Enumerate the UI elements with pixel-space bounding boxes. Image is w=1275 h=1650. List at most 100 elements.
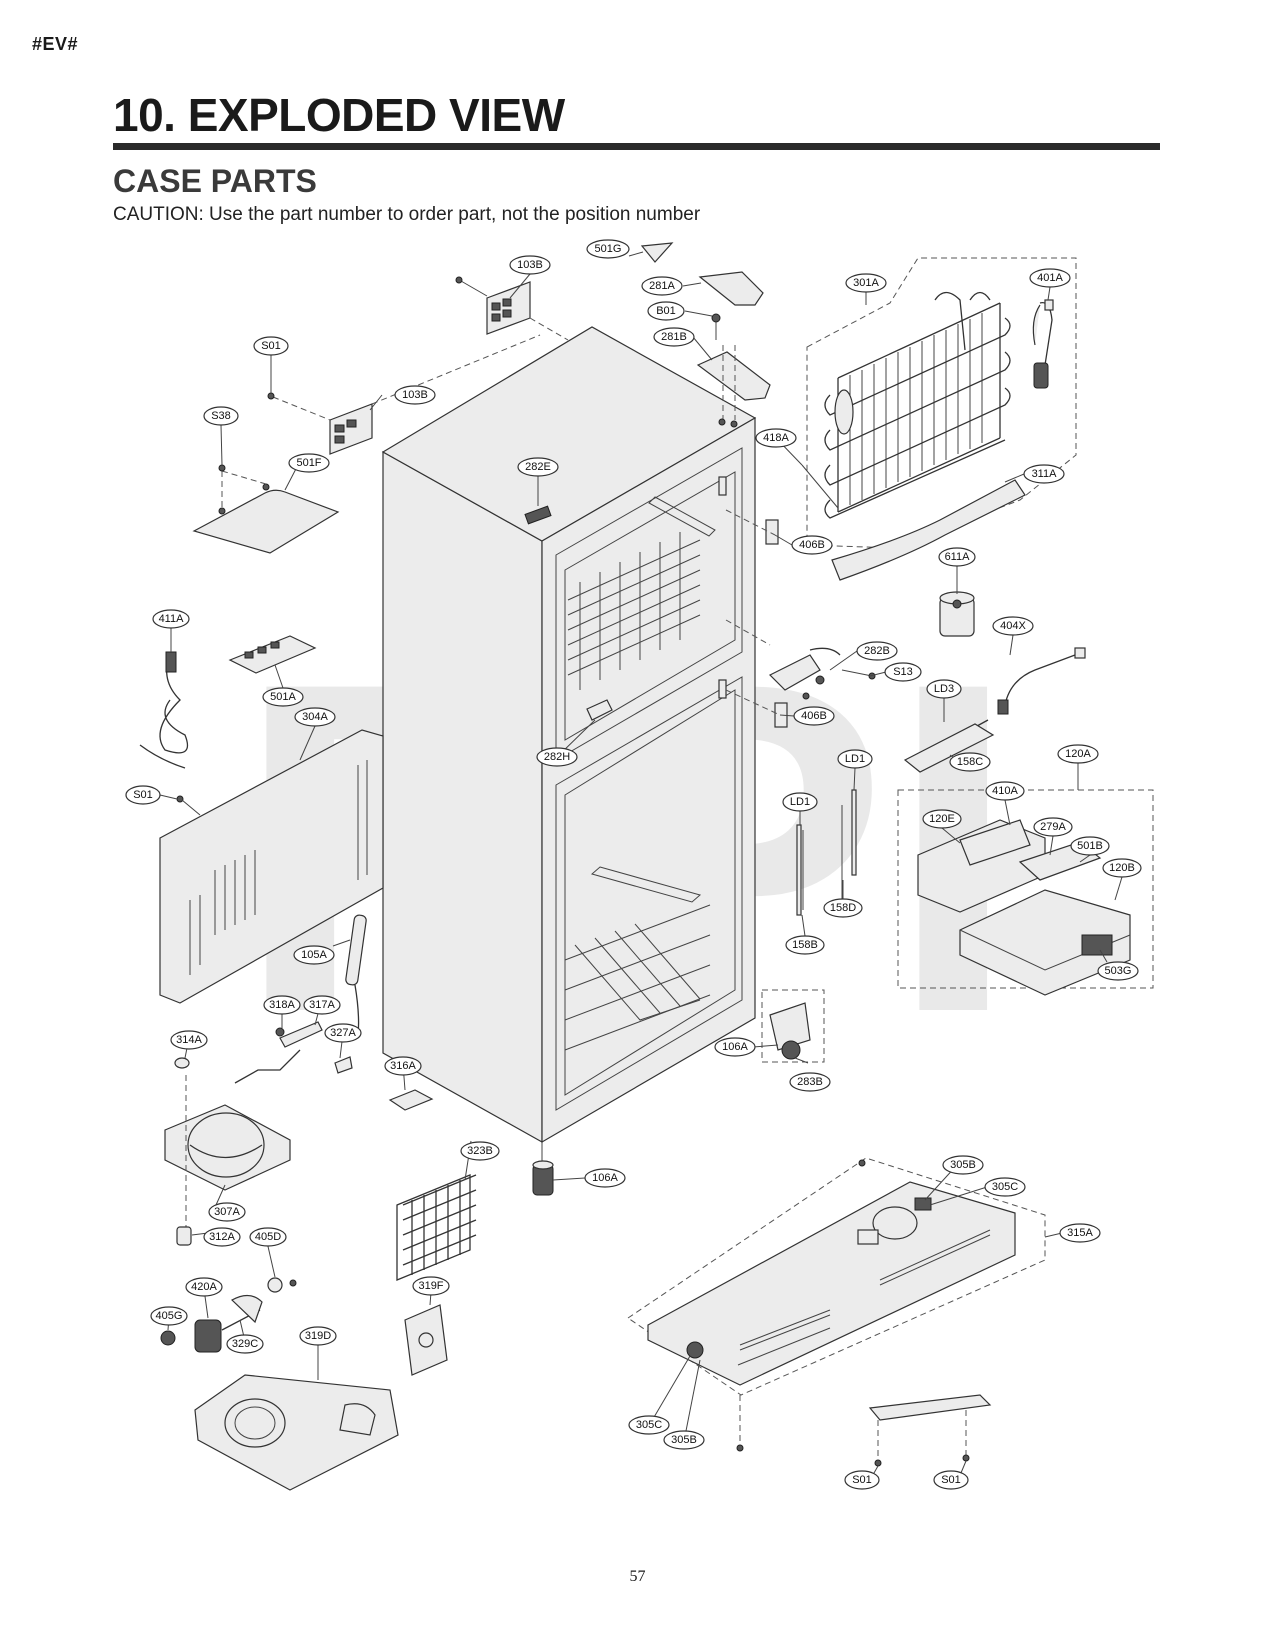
svg-text:305B: 305B bbox=[671, 1434, 697, 1446]
callout-120E: 120E bbox=[922, 809, 962, 829]
svg-text:S01: S01 bbox=[941, 1474, 961, 1486]
svg-text:404X: 404X bbox=[1000, 620, 1026, 632]
callout-120A: 120A bbox=[1057, 744, 1099, 764]
svg-text:LD3: LD3 bbox=[934, 683, 954, 695]
svg-text:S01: S01 bbox=[133, 789, 153, 801]
svg-text:311A: 311A bbox=[1032, 468, 1058, 480]
callout-103B-top: 103B bbox=[509, 255, 551, 275]
hinge-cover-281A bbox=[698, 271, 764, 306]
svg-text:106A: 106A bbox=[722, 1041, 748, 1053]
callout-405G: 405G bbox=[150, 1306, 188, 1326]
callout-305B-top: 305B bbox=[942, 1155, 984, 1175]
svg-text:312A: 312A bbox=[209, 1231, 235, 1243]
top-cap-501G bbox=[640, 242, 674, 263]
callout-LD1-left: LD1 bbox=[782, 792, 818, 812]
svg-text:282B: 282B bbox=[864, 645, 890, 657]
svg-text:281A: 281A bbox=[649, 280, 675, 292]
svg-text:405D: 405D bbox=[255, 1231, 281, 1243]
svg-text:503G: 503G bbox=[1105, 965, 1132, 977]
svg-text:283B: 283B bbox=[797, 1076, 823, 1088]
svg-text:420A: 420A bbox=[191, 1281, 217, 1293]
svg-text:405G: 405G bbox=[156, 1310, 183, 1322]
section-title: CASE PARTS bbox=[113, 163, 317, 199]
callout-S13: S13 bbox=[884, 662, 922, 682]
callout-S38: S38 bbox=[203, 406, 239, 426]
base-plate-315A bbox=[627, 1157, 1046, 1452]
svg-text:319F: 319F bbox=[418, 1280, 443, 1292]
svg-text:158C: 158C bbox=[957, 756, 983, 768]
svg-text:411A: 411A bbox=[159, 613, 185, 625]
condenser-323B bbox=[396, 1174, 477, 1281]
svg-text:120B: 120B bbox=[1109, 862, 1135, 874]
callout-158D: 158D bbox=[823, 898, 863, 918]
callout-314A: 314A bbox=[170, 1030, 208, 1050]
callout-106A-lower: 106A bbox=[584, 1168, 626, 1188]
svg-text:S01: S01 bbox=[261, 340, 281, 352]
callout-501G: 501G bbox=[586, 239, 630, 259]
callout-106A-upper: 106A bbox=[714, 1037, 756, 1057]
cabinet bbox=[381, 326, 757, 1144]
svg-text:103B: 103B bbox=[517, 259, 543, 271]
svg-text:158B: 158B bbox=[792, 939, 818, 951]
callout-B01: B01 bbox=[647, 301, 685, 321]
lower-hinge-106A bbox=[761, 989, 825, 1063]
cover-406B-upper bbox=[765, 519, 779, 545]
callout-301A: 301A bbox=[845, 273, 887, 293]
callout-410A: 410A bbox=[985, 781, 1025, 801]
callout-S01-top: S01 bbox=[253, 336, 289, 356]
callout-501F: 501F bbox=[288, 453, 330, 473]
svg-text:318A: 318A bbox=[269, 999, 295, 1011]
callout-S01-bottom-right: S01 bbox=[933, 1470, 969, 1490]
callout-329C: 329C bbox=[226, 1334, 264, 1354]
svg-text:501A: 501A bbox=[270, 691, 296, 703]
svg-text:106A: 106A bbox=[592, 1172, 618, 1184]
callout-411A: 411A bbox=[152, 609, 190, 629]
callout-305C-top: 305C bbox=[984, 1177, 1026, 1197]
leveling-foot bbox=[532, 1142, 554, 1196]
svg-text:281B: 281B bbox=[661, 331, 687, 343]
svg-text:406B: 406B bbox=[799, 539, 825, 551]
callout-316A: 316A bbox=[384, 1056, 422, 1076]
control-box-120A bbox=[897, 789, 1154, 996]
fan-motor-611A bbox=[939, 591, 975, 637]
wire-harness-404X bbox=[997, 647, 1086, 715]
drip-tray-319D bbox=[194, 1374, 399, 1491]
fan-bracket-319F bbox=[404, 1304, 448, 1376]
led-module-LD3 bbox=[903, 719, 995, 773]
page-number: 57 bbox=[629, 1568, 646, 1585]
callout-304A: 304A bbox=[294, 707, 336, 727]
svg-text:307A: 307A bbox=[214, 1206, 240, 1218]
callout-420A: 420A bbox=[185, 1277, 223, 1297]
callout-281B: 281B bbox=[653, 327, 695, 347]
svg-text:501G: 501G bbox=[595, 243, 622, 255]
page-title: 10. EXPLODED VIEW bbox=[113, 89, 565, 141]
svg-text:314A: 314A bbox=[176, 1034, 202, 1046]
cabinet-cap-282E bbox=[524, 505, 552, 525]
svg-text:105A: 105A bbox=[301, 949, 327, 961]
svg-text:120E: 120E bbox=[929, 813, 955, 825]
callout-158B: 158B bbox=[785, 935, 825, 955]
callout-611A: 611A bbox=[938, 547, 976, 567]
callout-305B-bottom: 305B bbox=[663, 1430, 705, 1450]
svg-text:410A: 410A bbox=[992, 785, 1018, 797]
svg-text:501B: 501B bbox=[1077, 840, 1103, 852]
callout-323B: 323B bbox=[460, 1141, 500, 1161]
callout-319F: 319F bbox=[412, 1276, 450, 1296]
callout-317A: 317A bbox=[303, 995, 341, 1015]
callout-283B: 283B bbox=[789, 1072, 831, 1092]
condenser-fan-420A bbox=[160, 1277, 297, 1353]
svg-text:323B: 323B bbox=[467, 1145, 493, 1157]
base-bracket bbox=[868, 1394, 992, 1467]
cover-501F bbox=[192, 464, 340, 554]
svg-text:611A: 611A bbox=[945, 551, 971, 563]
svg-text:327A: 327A bbox=[330, 1027, 356, 1039]
svg-text:282H: 282H bbox=[544, 751, 570, 763]
callout-418A: 418A bbox=[755, 428, 797, 448]
compressor-307A bbox=[164, 1049, 301, 1246]
svg-text:305C: 305C bbox=[992, 1181, 1018, 1193]
callout-LD3: LD3 bbox=[926, 679, 962, 699]
svg-text:305B: 305B bbox=[950, 1159, 976, 1171]
callout-S01-bottom-left: S01 bbox=[844, 1470, 880, 1490]
relay-317A bbox=[275, 1021, 353, 1074]
